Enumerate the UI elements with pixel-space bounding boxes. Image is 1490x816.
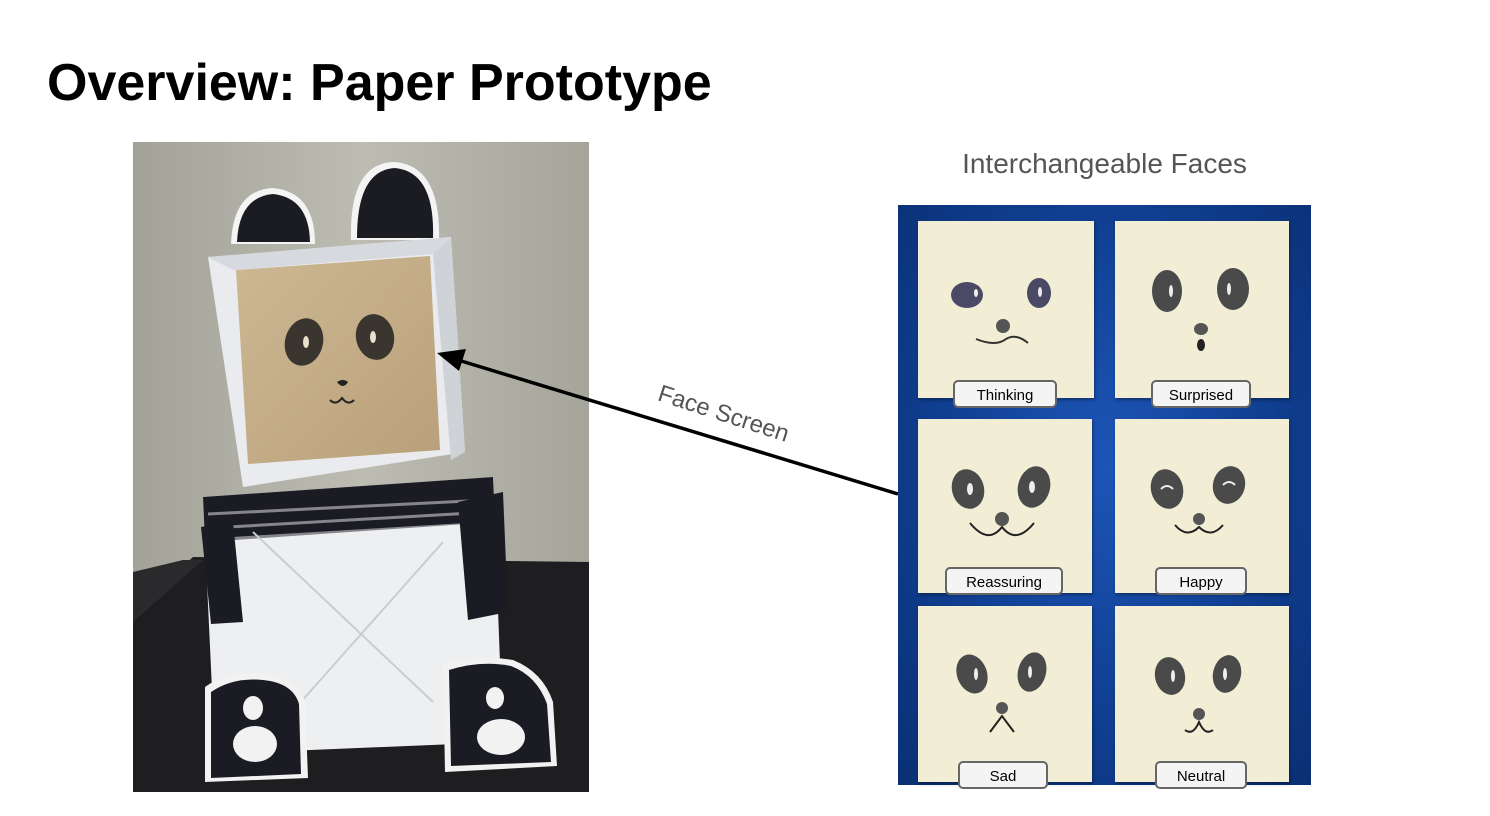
- faces-heading: Interchangeable Faces: [962, 148, 1247, 179]
- face-card-reassuring: [918, 419, 1092, 593]
- surprised-face-drawing: [1152, 268, 1249, 351]
- thinking-face-drawing: [951, 278, 1051, 344]
- face-label-thinking: Thinking: [953, 380, 1057, 408]
- sad-face-drawing: [956, 652, 1047, 733]
- face-card-sad: [918, 606, 1092, 782]
- face-label-reassuring: Reassuring: [945, 567, 1063, 595]
- face-card-thinking: [918, 221, 1094, 398]
- panda-prototype-illustration: [133, 142, 589, 792]
- face-label-happy: Happy: [1155, 567, 1247, 595]
- neutral-face-drawing: [1154, 655, 1242, 733]
- prototype-photo: [133, 142, 589, 792]
- happy-face-drawing: [1150, 466, 1246, 534]
- face-label-surprised: Surprised: [1151, 380, 1251, 408]
- face-card-happy: [1115, 419, 1289, 593]
- slide-title: Overview: Paper Prototype: [47, 54, 712, 112]
- face-card-neutral: [1115, 606, 1289, 782]
- face-label-sad: Sad: [958, 761, 1048, 789]
- face-card-surprised: [1115, 221, 1289, 398]
- face-label-neutral: Neutral: [1155, 761, 1247, 789]
- faces-board: Thinking Surprised Reassuring: [898, 205, 1311, 789]
- reassuring-face-drawing: [951, 466, 1051, 536]
- face-screen-label: Face Screen: [654, 380, 793, 448]
